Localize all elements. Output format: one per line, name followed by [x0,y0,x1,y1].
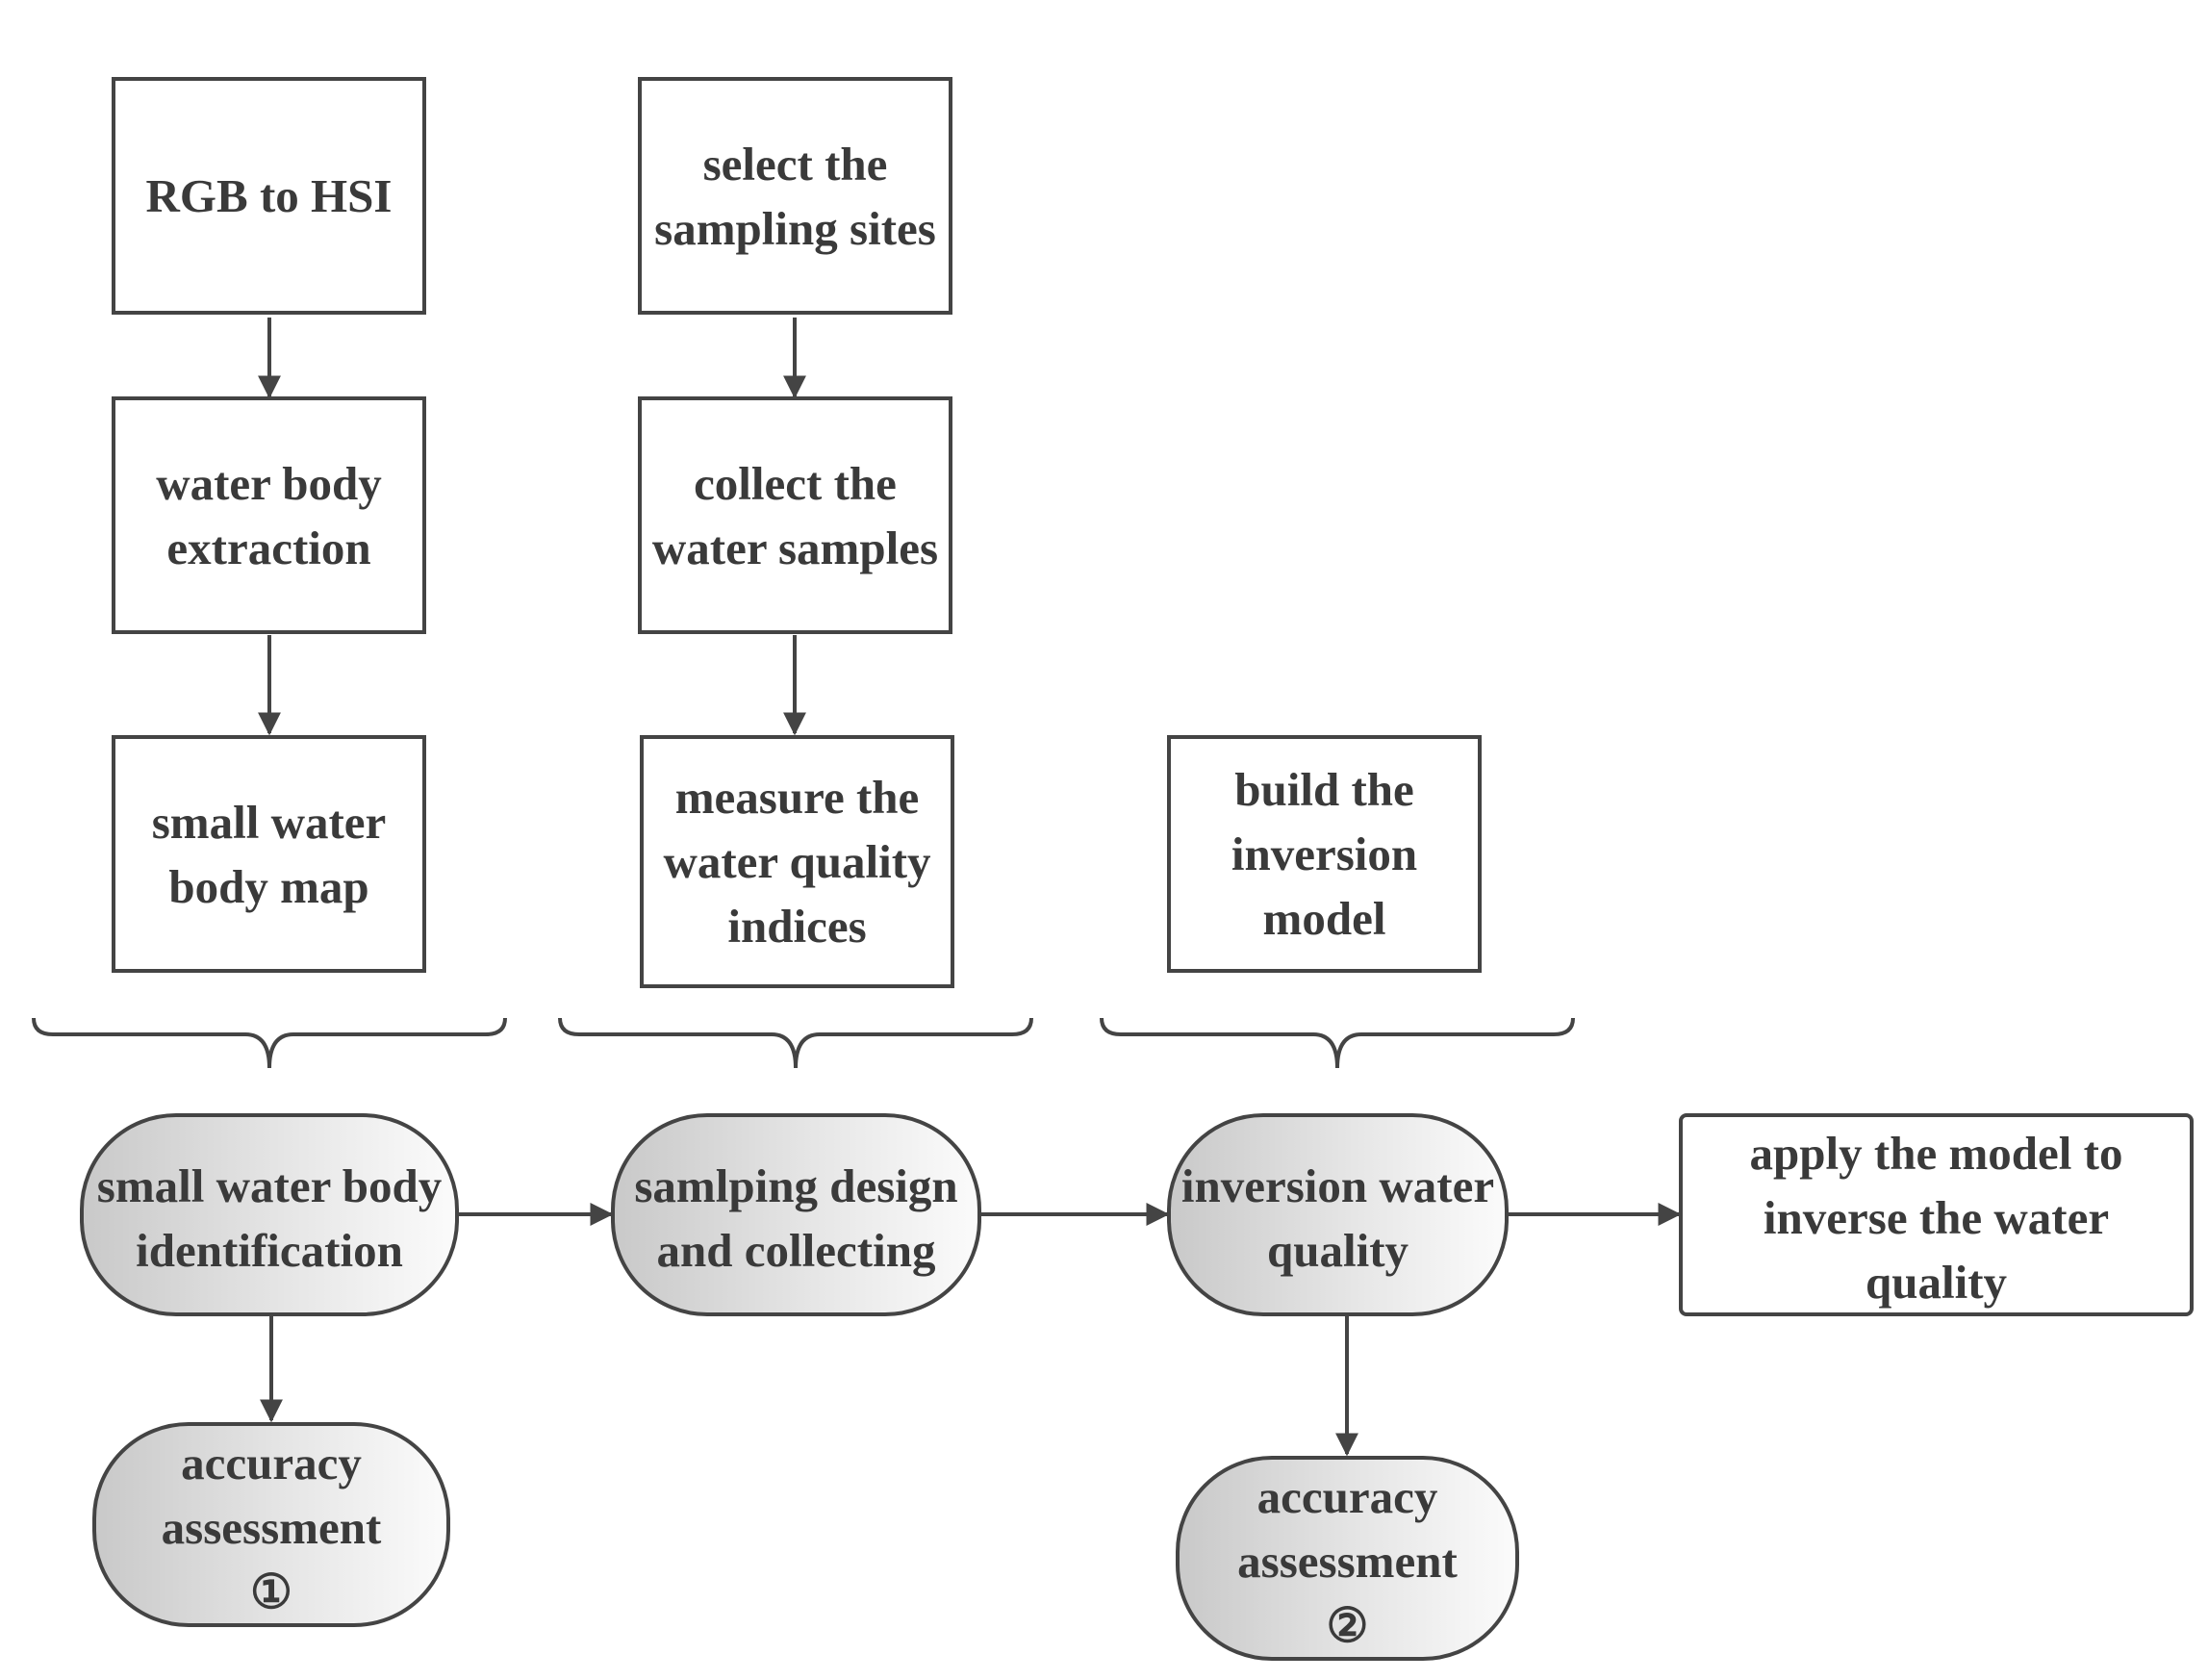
inversion-water-quality-label: inversion water quality [1180,1158,1495,1277]
build-inversion-model-label: build the inversion model [1231,763,1418,945]
brace-column-1 [32,1017,507,1069]
accuracy-assessment-2: accuracy assessment ② [1176,1456,1519,1661]
small-water-body-map-box: small water body map [112,735,426,973]
small-water-body-identification-stage: small water body identification [80,1113,459,1316]
build-inversion-model-box: build the inversion model [1167,735,1482,973]
sampling-design-stage: samlping design and collecting [611,1113,981,1316]
brace-column-2 [558,1017,1033,1069]
accuracy-assessment-2-text: accuracy assessment [1237,1470,1458,1588]
water-body-extraction-box: water body extraction [112,396,426,634]
rgb-to-hsi-label: RGB to HSI [145,169,393,222]
select-sampling-sites-label: select the sampling sites [654,137,936,255]
sampling-design-label: samlping design and collecting [634,1158,958,1277]
brace-column-3 [1100,1017,1575,1069]
small-water-body-identification-label: small water body identification [96,1158,443,1277]
measure-water-quality-box: measure the water quality indices [640,735,954,988]
water-body-extraction-label: water body extraction [156,456,382,574]
accuracy-assessment-1-text: accuracy assessment [161,1437,382,1554]
accuracy-assessment-2-label: accuracy assessment ② [1180,1464,1515,1657]
inversion-water-quality-stage: inversion water quality [1167,1113,1509,1316]
accuracy-assessment-1-marker: ① [250,1565,292,1618]
rgb-to-hsi-box: RGB to HSI [112,77,426,315]
apply-model-label: apply the model to inverse the water qua… [1749,1127,2123,1309]
measure-water-quality-label: measure the water quality indices [663,771,931,953]
collect-water-samples-box: collect the water samples [638,396,952,634]
collect-water-samples-label: collect the water samples [651,456,939,574]
accuracy-assessment-1-label: accuracy assessment ① [96,1431,446,1623]
accuracy-assessment-1: accuracy assessment ① [92,1422,450,1627]
select-sampling-sites-box: select the sampling sites [638,77,952,315]
apply-model-box: apply the model to inverse the water qua… [1679,1113,2194,1316]
accuracy-assessment-2-marker: ② [1326,1599,1369,1652]
small-water-body-map-label: small water body map [151,795,387,913]
